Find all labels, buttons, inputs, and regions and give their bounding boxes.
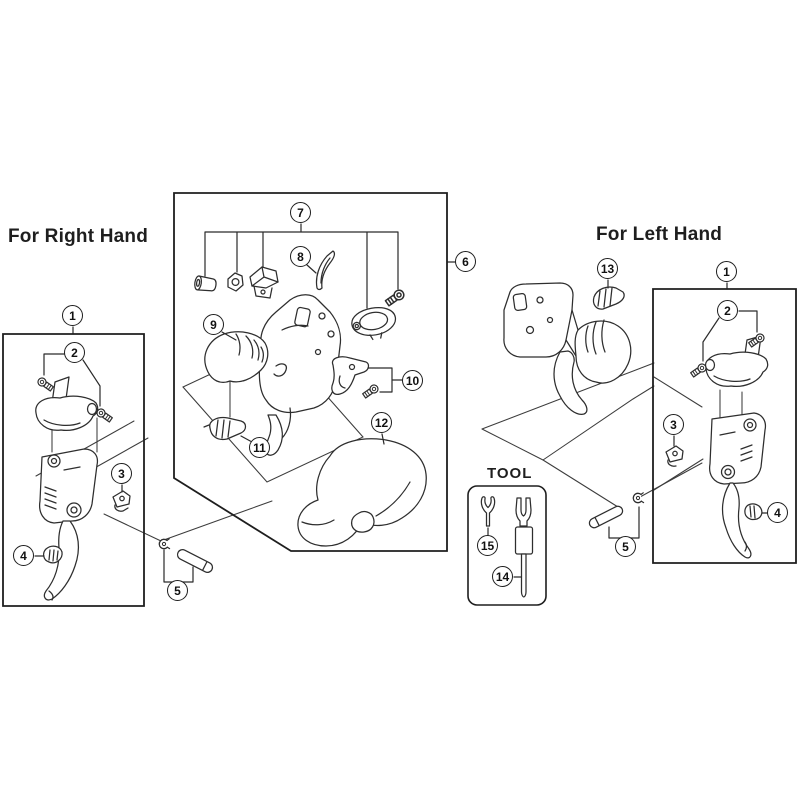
callout-c-7: 7 [290, 202, 311, 223]
clamp-block-part [249, 266, 279, 299]
callout-c-9: 9 [203, 314, 224, 335]
callout-rh-4: 4 [13, 545, 34, 566]
lh-grip-dome-part [574, 319, 632, 384]
callout-c-6: 6 [455, 251, 476, 272]
callout-rh-5: 5 [167, 580, 188, 601]
callout-c-10: 10 [402, 370, 423, 391]
left-hand-box [652, 288, 797, 564]
guide-screw-icon [361, 382, 381, 400]
lh-brake-lever-blade [721, 482, 752, 559]
lever-body-part [38, 448, 99, 524]
right-hand-box [2, 333, 145, 607]
brake-lever-blade [43, 520, 80, 601]
clamp-screw-icon [384, 289, 405, 307]
lh-shift-paddle-small-part [744, 503, 763, 521]
lh-lever-body-part [708, 412, 767, 485]
shift-paddle-part [42, 545, 63, 564]
cable-clamp-part [112, 490, 131, 512]
hex-nut-part [227, 272, 244, 292]
handlebar-clamp-band-part [351, 307, 397, 341]
callout-lh-5: 5 [615, 536, 636, 557]
e-ring-icon [632, 492, 645, 504]
callout-c-8: 8 [290, 246, 311, 267]
tool-items-drawing [480, 496, 534, 598]
fork-tool-part [480, 496, 496, 527]
callout-lh-4: 4 [767, 502, 788, 523]
left-hand-assembly-drawing [503, 282, 769, 559]
adjustment-tool-part [514, 497, 534, 598]
lh-shift-paddle-part [592, 286, 625, 310]
callout-rh-3: 3 [111, 463, 132, 484]
part-boxes [2, 192, 797, 607]
cable-guide-part [331, 356, 370, 396]
leader-lines [34, 223, 768, 583]
grip-dome-part [204, 331, 269, 384]
callout-tool-15: 15 [477, 535, 498, 556]
tool-section-title: TOOL [487, 465, 533, 482]
callout-lh-1: 1 [716, 261, 737, 282]
pivot-pin-part [176, 549, 214, 573]
center-exploded-view-drawing [194, 250, 427, 547]
cover-screw-icon [689, 361, 709, 379]
lh-cable-clamp-part [665, 445, 684, 467]
main-body-part [258, 294, 342, 439]
barrel-bolt-part [194, 275, 217, 292]
callout-c-12: 12 [371, 412, 392, 433]
release-paddle-part [203, 416, 247, 441]
callout-lh-13: 13 [597, 258, 618, 279]
tool-box [467, 485, 547, 606]
callout-lh-2: 2 [717, 300, 738, 321]
lh-pivot-pin-part [588, 505, 624, 529]
name-plate-part [315, 250, 336, 291]
lh-bracket-cover-part [704, 335, 769, 388]
lh-brake-blade [553, 350, 588, 415]
cover-screw-icon [94, 406, 114, 424]
callout-c-11: 11 [249, 437, 270, 458]
right-hand-section-title: For Right Hand [8, 226, 149, 247]
callout-rh-2: 2 [64, 342, 85, 363]
callout-tool-14: 14 [492, 566, 513, 587]
left-hand-section-title: For Left Hand [596, 224, 723, 245]
cover-screw-icon [35, 375, 55, 393]
callout-rh-1: 1 [62, 305, 83, 326]
e-ring-icon [158, 538, 171, 550]
center-box [173, 192, 448, 552]
lh-main-body-part [503, 282, 579, 358]
callout-lh-3: 3 [663, 414, 684, 435]
right-hand-assembly-drawing [35, 375, 214, 601]
bracket-hood-cover-part [297, 438, 427, 547]
